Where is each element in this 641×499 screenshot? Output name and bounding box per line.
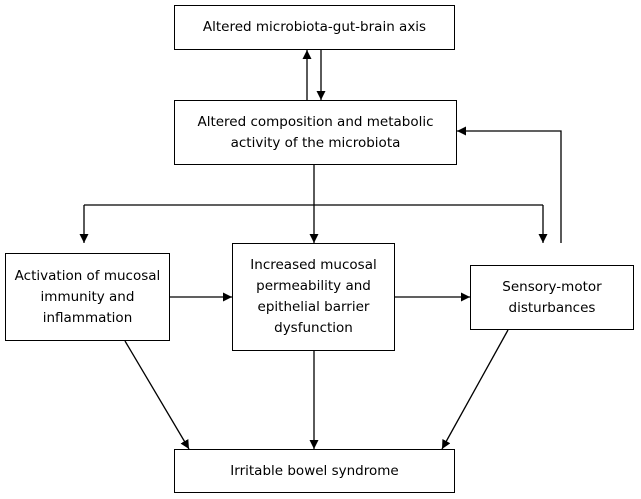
edge-sensory-to-ibs [441, 329, 509, 450]
node-altered-composition: Altered composition and metabolic activi… [174, 100, 457, 165]
node-altered-axis-label: Altered microbiota-gut-brain axis [202, 19, 427, 35]
node-increased-permeability-line1: Increased mucosal [250, 257, 377, 273]
node-mucosal-activation-line2: immunity and [40, 288, 135, 305]
node-sensory-motor-line2: disturbances [508, 299, 596, 316]
node-increased-permeability-line4: dysfunction [274, 320, 353, 336]
node-increased-permeability-line3: epithelial barrier [257, 299, 370, 315]
edge-sensory-to-composition [457, 126, 562, 243]
node-sensory-motor-line1: Sensory-motor [502, 278, 602, 295]
node-irritable-bowel-syndrome: Irritable bowel syndrome [174, 449, 455, 493]
node-mucosal-activation-line1: Activation of mucosal [14, 267, 161, 284]
node-irritable-bowel-syndrome-label: Irritable bowel syndrome [230, 462, 399, 479]
edge-activation-to-ibs [124, 340, 190, 450]
node-mucosal-activation-line3: inflammation [42, 309, 133, 326]
node-altered-composition-line2: activity of the microbiota [230, 134, 401, 151]
node-sensory-motor: Sensory-motor disturbances [470, 265, 634, 330]
node-increased-permeability-line2: permeability and [256, 278, 371, 294]
node-mucosal-activation: Activation of mucosal immunity and infla… [5, 253, 170, 341]
node-altered-axis: Altered microbiota-gut-brain axis [174, 5, 455, 50]
node-increased-permeability: Increased mucosal permeability and epith… [232, 243, 395, 351]
node-altered-composition-line1: Altered composition and metabolic [197, 113, 434, 130]
